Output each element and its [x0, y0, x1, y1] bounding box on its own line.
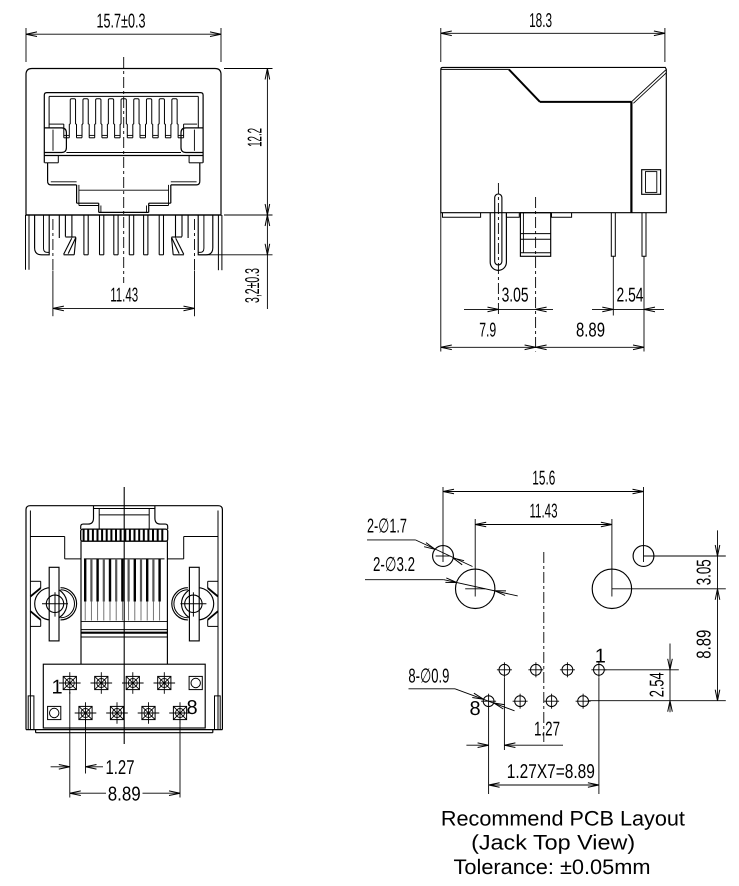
svg-text:1: 1 — [595, 646, 606, 668]
svg-text:2.54: 2.54 — [647, 672, 669, 697]
svg-text:1: 1 — [51, 677, 62, 699]
svg-text:8.89: 8.89 — [108, 783, 141, 805]
svg-text:Recommend PCB Layout: Recommend PCB Layout — [441, 808, 685, 831]
svg-text:2-∅1.7: 2-∅1.7 — [367, 516, 407, 538]
svg-text:12.2: 12.2 — [244, 128, 266, 147]
svg-text:3.05: 3.05 — [502, 285, 529, 307]
svg-text:1.27X7=8.89: 1.27X7=8.89 — [507, 761, 595, 783]
svg-text:(Jack Top View): (Jack Top View) — [471, 832, 635, 855]
svg-text:11.43: 11.43 — [110, 285, 138, 307]
svg-text:1.27: 1.27 — [534, 719, 560, 741]
svg-text:8: 8 — [469, 698, 480, 720]
svg-text:18.3: 18.3 — [529, 10, 552, 32]
svg-text:Tolerance: ±0.05mm: Tolerance: ±0.05mm — [454, 856, 651, 879]
svg-text:8.89: 8.89 — [576, 320, 605, 342]
svg-text:8.89: 8.89 — [694, 630, 716, 659]
svg-text:15.7±0.3: 15.7±0.3 — [97, 10, 146, 32]
svg-text:7.9: 7.9 — [479, 320, 496, 342]
svg-text:15.6: 15.6 — [532, 468, 555, 490]
svg-text:3.05: 3.05 — [694, 559, 716, 585]
svg-text:1.27: 1.27 — [106, 757, 135, 779]
svg-text:2-∅3.2: 2-∅3.2 — [373, 554, 415, 576]
svg-text:11.43: 11.43 — [530, 501, 558, 523]
svg-text:2.54: 2.54 — [617, 285, 644, 307]
svg-text:8-∅0.9: 8-∅0.9 — [408, 665, 449, 687]
svg-text:8: 8 — [186, 697, 197, 719]
svg-text:3,2±0.3: 3,2±0.3 — [242, 268, 264, 303]
